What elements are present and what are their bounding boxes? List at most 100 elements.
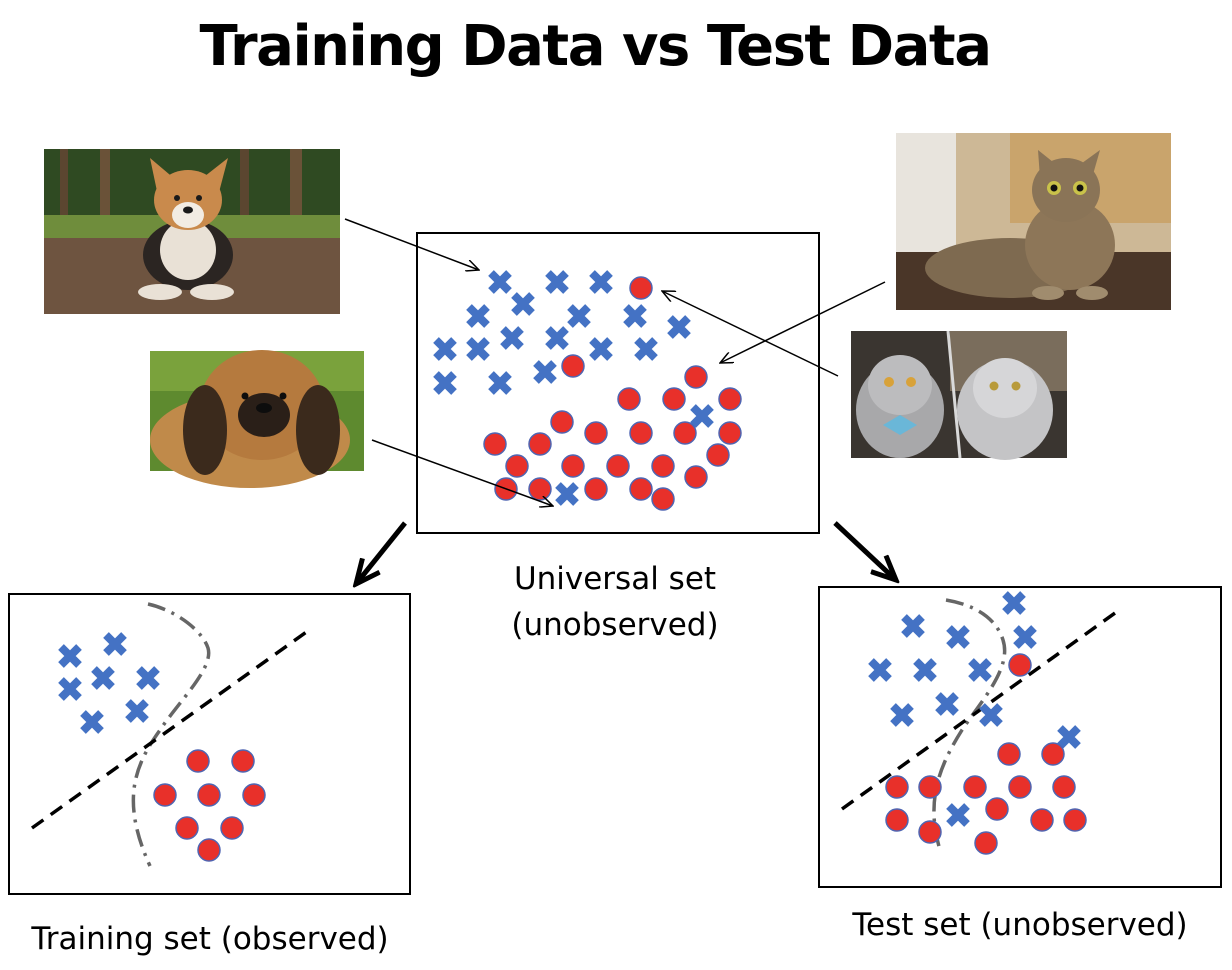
dog-cross-marker	[938, 695, 956, 713]
training-linear-boundary	[30, 626, 314, 830]
cat-circle-marker	[186, 749, 210, 773]
cat-circle-marker	[528, 477, 552, 501]
cat-circle-marker	[918, 775, 942, 799]
dog-cross-marker	[1005, 594, 1023, 612]
test-set-caption: Test set (unobserved)	[852, 907, 1188, 943]
cat-circle-marker	[153, 783, 177, 807]
dog-cross-marker	[558, 485, 576, 503]
dog-cross-marker	[94, 669, 112, 687]
cat-circle-marker	[1041, 742, 1065, 766]
page-title: Training Data vs Test Data	[199, 14, 993, 79]
pekingese-photo	[150, 350, 364, 488]
cat-circle-marker	[684, 465, 708, 489]
fluffy-cats-pointer-arrow	[662, 291, 839, 377]
dog-cross-marker	[469, 307, 487, 325]
cat-circle-marker	[629, 477, 653, 501]
cat-circle-marker	[231, 749, 255, 773]
cat-circle-marker	[918, 820, 942, 844]
cat-circle-marker	[629, 276, 653, 300]
training-circles	[153, 749, 266, 862]
split-to-training-arrow	[356, 521, 407, 584]
photo-pointer-arrows	[344, 218, 886, 506]
dog-cross-marker	[916, 661, 934, 679]
pekingese-pointer-arrow	[371, 439, 553, 506]
corgi-photo	[44, 149, 340, 314]
training-curved-boundary	[131, 602, 211, 867]
dog-cross-marker	[106, 635, 124, 653]
cat-circle-marker	[550, 410, 574, 434]
dog-cross-marker	[871, 661, 889, 679]
cat-circle-marker	[1008, 775, 1032, 799]
dog-cross-marker	[514, 295, 532, 313]
test-set-box	[818, 586, 1222, 888]
cat-circle-marker	[718, 387, 742, 411]
cat-circle-marker	[684, 365, 708, 389]
dog-cross-marker	[592, 273, 610, 291]
dog-cross-marker	[436, 374, 454, 392]
cat-circle-marker	[606, 454, 630, 478]
test-circles	[885, 653, 1087, 855]
dog-cross-marker	[693, 407, 711, 425]
cat-circle-marker	[718, 421, 742, 445]
cat-circle-marker	[584, 421, 608, 445]
dog-cross-marker	[61, 680, 79, 698]
dog-cross-marker	[548, 273, 566, 291]
cat-circle-marker	[651, 487, 675, 511]
test-curved-boundary	[932, 598, 1007, 851]
cat-circle-marker	[197, 838, 221, 862]
dog-cross-marker	[1016, 628, 1034, 646]
dog-cross-marker	[904, 617, 922, 635]
universal-set-sublabel: (unobserved)	[511, 607, 719, 643]
cat-circle-marker	[528, 432, 552, 456]
dog-cross-marker	[626, 307, 644, 325]
tabby-cat-photo	[896, 133, 1171, 310]
dog-cross-marker	[548, 329, 566, 347]
cat-circle-marker	[483, 432, 507, 456]
universal-circles	[483, 276, 742, 511]
cat-circle-marker	[885, 808, 909, 832]
dog-cross-marker	[893, 706, 911, 724]
cat-circle-marker	[1063, 808, 1087, 832]
universal-set-label: Universal set	[513, 561, 717, 597]
cat-circle-marker	[617, 387, 641, 411]
universal-set-caption: Universal set (unobserved)	[470, 556, 760, 648]
dog-cross-marker	[1060, 728, 1078, 746]
dog-cross-marker	[61, 647, 79, 665]
cat-circle-marker	[662, 387, 686, 411]
cat-circle-marker	[175, 816, 199, 840]
cat-circle-marker	[242, 783, 266, 807]
cat-circle-marker	[997, 742, 1021, 766]
dog-cross-marker	[592, 340, 610, 358]
cat-circle-marker	[584, 477, 608, 501]
corgi-pointer-arrow	[344, 218, 479, 270]
dog-cross-marker	[491, 374, 509, 392]
dog-cross-marker	[949, 806, 967, 824]
dog-cross-marker	[670, 318, 688, 336]
dog-cross-marker	[982, 706, 1000, 724]
cat-circle-marker	[1008, 653, 1032, 677]
tabby-cat-pointer-arrow	[720, 281, 886, 363]
dog-cross-marker	[469, 340, 487, 358]
dog-cross-marker	[503, 329, 521, 347]
dog-cross-marker	[491, 273, 509, 291]
cat-circle-marker	[629, 421, 653, 445]
training-set-box	[8, 593, 411, 895]
dog-cross-marker	[570, 307, 588, 325]
cat-circle-marker	[561, 354, 585, 378]
cat-circle-marker	[885, 775, 909, 799]
cat-circle-marker	[1052, 775, 1076, 799]
universal-set-box	[416, 232, 820, 534]
cat-circle-marker	[963, 775, 987, 799]
cat-circle-marker	[220, 816, 244, 840]
cat-circle-marker	[1030, 808, 1054, 832]
cat-circle-marker	[505, 454, 529, 478]
cat-circle-marker	[706, 443, 730, 467]
cat-circle-marker	[197, 783, 221, 807]
dog-cross-marker	[128, 702, 146, 720]
dog-cross-marker	[637, 340, 655, 358]
cat-circle-marker	[561, 454, 585, 478]
split-to-test-arrow	[833, 521, 896, 580]
dog-cross-marker	[949, 628, 967, 646]
cat-circle-marker	[651, 454, 675, 478]
